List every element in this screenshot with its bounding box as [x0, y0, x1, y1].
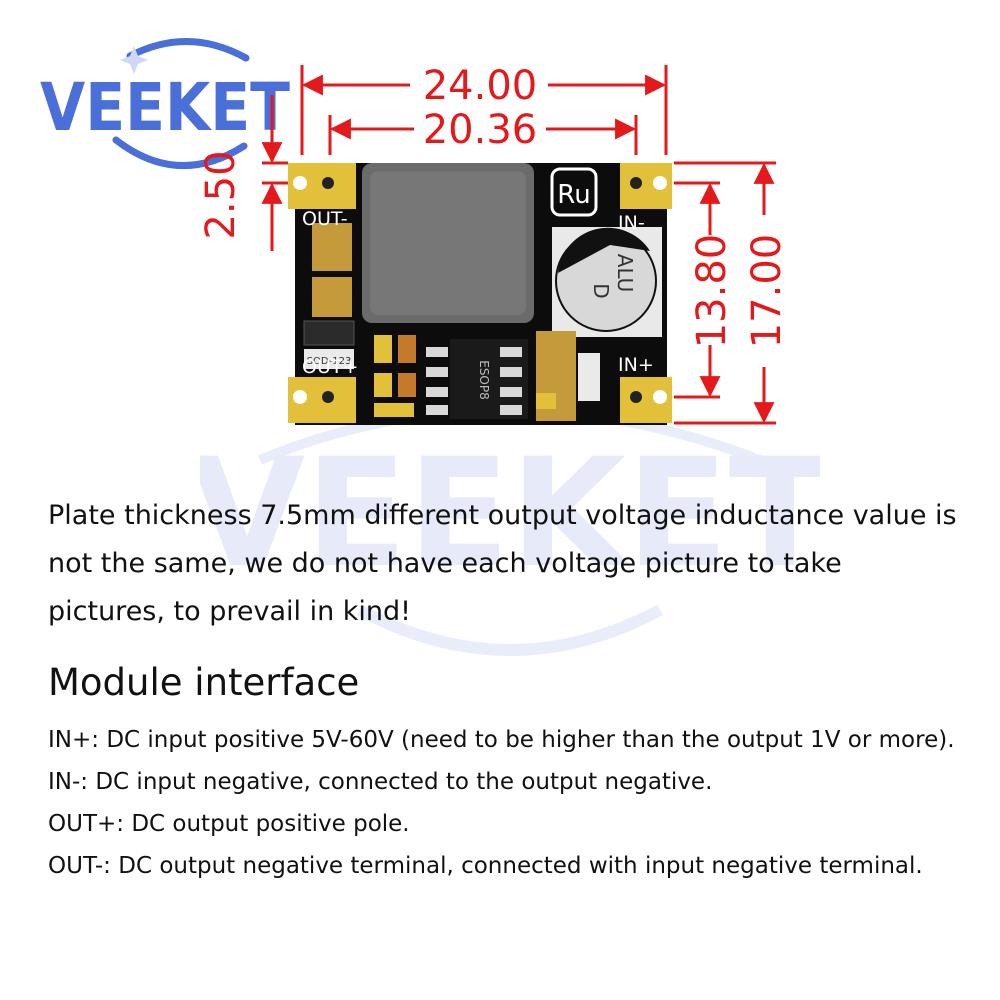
watermark-arc	[357, 604, 663, 656]
watermark-text: VEEKET	[200, 427, 820, 601]
logo-sparkle-icon	[120, 46, 148, 74]
pad-hole	[653, 176, 667, 190]
interface-item-out-plus: OUT+: DC output positive pole.	[48, 811, 410, 837]
smd-resistor	[536, 393, 556, 409]
ic-pin	[426, 387, 448, 397]
ic-chip-label: ESOP8	[477, 360, 491, 400]
pad-hole	[322, 391, 334, 403]
dimension-lines	[261, 65, 776, 425]
ic-pin	[426, 405, 448, 415]
capacitor-label-line2: D	[589, 283, 613, 298]
logo-arc-top	[126, 38, 250, 62]
module-interface-heading: Module interface	[48, 661, 360, 704]
dim-total-width: 24.00	[423, 63, 538, 109]
dim-total-height: 17.00	[744, 234, 790, 349]
pin-label-in-plus: IN+	[618, 354, 654, 376]
smd-resistor	[374, 373, 392, 397]
dim-inner-width: 20.36	[423, 107, 538, 153]
interface-item-in-minus: IN-: DC input negative, connected to the…	[48, 769, 713, 795]
brand-logo: VEEKET	[40, 38, 290, 170]
ic-pin	[500, 347, 522, 357]
interface-item-out-minus: OUT-: DC output negative terminal, conne…	[48, 853, 923, 879]
dim-offset: 2.50	[198, 150, 244, 239]
diode-label: SOD-123	[307, 356, 352, 367]
smd-capacitor	[312, 277, 352, 317]
interface-list: IN+: DC input positive 5V-60V (need to b…	[48, 720, 968, 888]
ic-pin	[500, 367, 522, 377]
logo-text: VEEKET	[40, 69, 290, 146]
diode	[304, 349, 354, 369]
diode	[303, 320, 355, 346]
logo-arc-bottom	[112, 136, 248, 170]
pin-label-out-minus: OUT-	[302, 208, 348, 230]
smd-resistor	[398, 373, 416, 397]
description-paragraph: Plate thickness 7.5mm different output v…	[48, 500, 957, 627]
module-dimension-diagram: Ru ALU D SOD-123 ESOP8 OUT-	[198, 63, 790, 425]
brand-mark-box	[550, 167, 598, 217]
ic-pin	[426, 367, 448, 377]
ic-pin	[500, 387, 522, 397]
pad-hole	[630, 391, 642, 403]
ic-pin	[426, 347, 448, 357]
pad-hole	[293, 390, 307, 404]
ic-pin	[500, 405, 522, 415]
capacitor-polarity-band	[558, 227, 650, 273]
capacitor-label-line1: ALU	[613, 254, 637, 292]
pad-hole	[630, 177, 642, 189]
interface-item-in-plus: IN+: DC input positive 5V-60V (need to b…	[48, 727, 955, 753]
pin-label-in-minus: IN-	[618, 212, 645, 234]
pin-label-out-plus: OUT+	[302, 356, 358, 378]
dim-pin-spacing: 13.80	[689, 234, 735, 349]
diode	[578, 353, 600, 401]
smd-resistor	[398, 335, 416, 363]
pcb-board: Ru ALU D SOD-123 ESOP8 OUT-	[288, 163, 672, 425]
pad-hole	[293, 176, 307, 190]
brand-watermark: VEEKET	[200, 405, 820, 656]
pad-hole	[322, 177, 334, 189]
smd-capacitor	[312, 223, 352, 271]
pad-hole	[653, 390, 667, 404]
smd-resistor	[374, 335, 392, 363]
inductor-highlight	[370, 171, 526, 315]
smd-resistor	[374, 403, 414, 417]
brand-mark-text: Ru	[557, 180, 590, 210]
